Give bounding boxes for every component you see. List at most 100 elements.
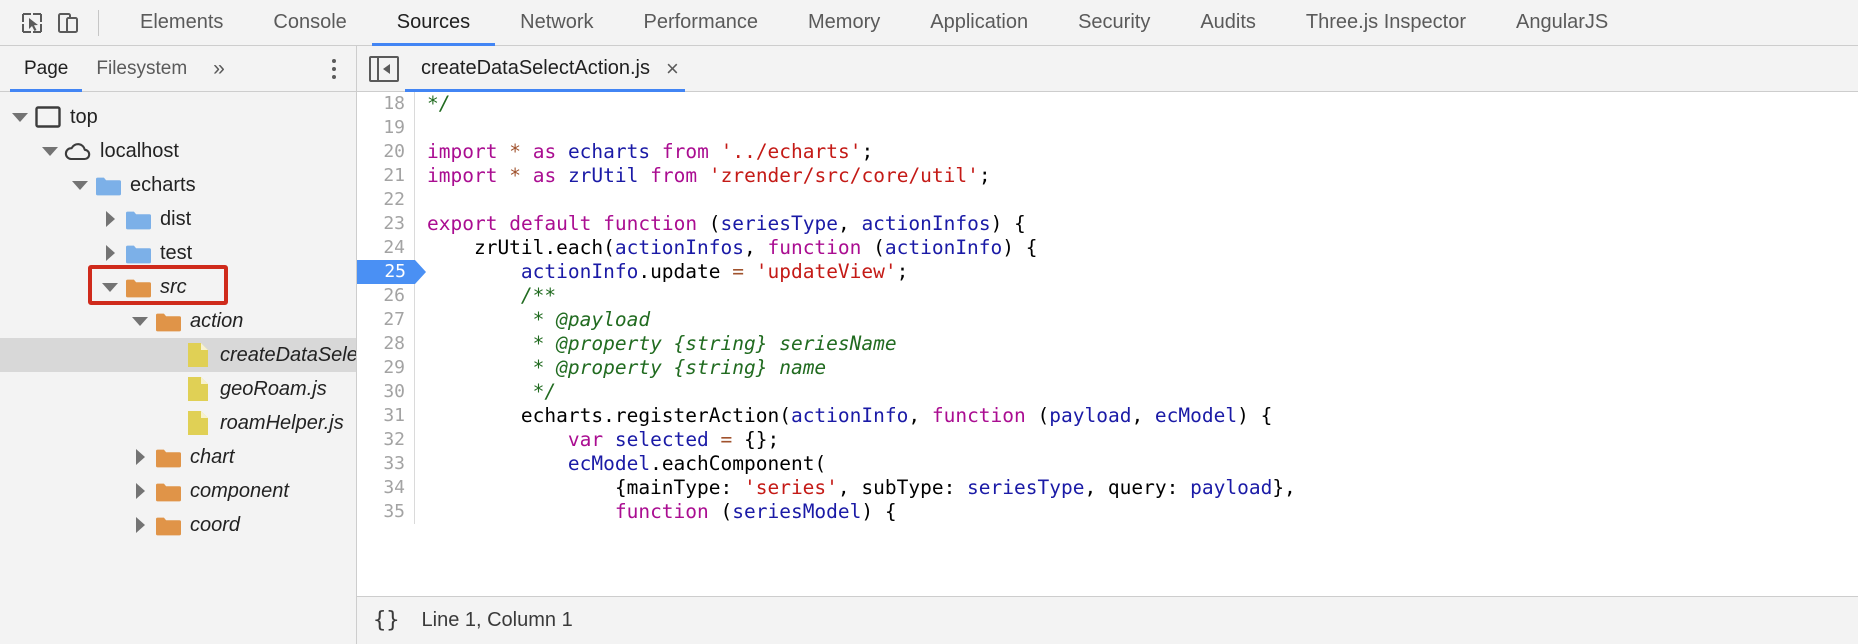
tree-item-createdataselectaction-js[interactable]: createDataSelectAction.js [0,338,356,372]
code-line-24: 24 zrUtil.each(actionInfos, function (ac… [357,236,1858,260]
code-text[interactable]: ecModel.eachComponent( [567,452,827,475]
navigator-menu-kebab-icon[interactable] [328,55,340,83]
twisty-expanded-icon[interactable] [68,180,92,190]
twisty-collapsed-icon[interactable] [128,483,152,499]
folder-blue-icon [122,243,154,264]
tree-item-component[interactable]: component [0,474,356,508]
tab-angularjs[interactable]: AngularJS [1491,0,1633,46]
folder-blue-icon [92,175,124,196]
tree-item-src[interactable]: src [0,270,356,304]
line-number-21[interactable]: 21 [357,164,415,188]
close-icon[interactable]: × [666,55,679,81]
line-number-32[interactable]: 32 [357,428,415,452]
tab-elements[interactable]: Elements [115,0,248,46]
tab-performance[interactable]: Performance [619,0,784,46]
code-text[interactable]: */ [427,92,451,115]
twisty-expanded-icon[interactable] [8,112,32,122]
code-text[interactable]: */ [532,380,557,403]
file-tab-createdataselectaction[interactable]: createDataSelectAction.js × [405,46,685,92]
line-number-26[interactable]: 26 [357,284,415,308]
code-text[interactable]: {mainType: 'series', subType: seriesType… [427,476,1296,499]
tab-network[interactable]: Network [495,0,618,46]
tab-security[interactable]: Security [1053,0,1175,46]
tab-threejs-inspector[interactable]: Three.js Inspector [1281,0,1491,46]
code-text[interactable]: * @payload [532,308,651,331]
code-text[interactable]: import * as echarts from '../echarts'; [427,140,874,163]
line-number-18[interactable]: 18 [357,92,415,116]
tab-audits[interactable]: Audits [1175,0,1281,46]
tab-label: Three.js Inspector [1305,11,1466,33]
code-text[interactable]: actionInfo.update = 'updateView'; [520,260,909,283]
frame-icon [32,106,64,128]
line-number-27[interactable]: 27 [357,308,415,332]
device-toggle-icon[interactable] [50,6,86,40]
devtools-toolbar: Elements Console Sources Network Perform… [0,0,1858,46]
tree-item-top[interactable]: top [0,100,356,134]
tab-label: Performance [643,11,759,33]
tree-item-chart[interactable]: chart [0,440,356,474]
tree-item-localhost[interactable]: localhost [0,134,356,168]
line-number-22[interactable]: 22 [357,188,415,212]
line-number-20[interactable]: 20 [357,140,415,164]
code-line-35: 35 function (seriesModel) { [357,500,1858,524]
code-text[interactable]: export default function (seriesType, act… [427,212,1026,235]
tree-item-dist[interactable]: dist [0,202,356,236]
code-text[interactable]: zrUtil.each(actionInfos, function (actio… [427,236,1038,259]
line-number-31[interactable]: 31 [357,404,415,428]
line-number-35[interactable]: 35 [357,500,415,524]
folder-orange-icon [122,277,154,298]
tab-sources[interactable]: Sources [371,0,496,46]
line-number-30[interactable]: 30 [357,380,415,404]
nav-tab-filesystem[interactable]: Filesystem [82,46,201,92]
code-line-32: 32 var selected = {}; [357,428,1858,452]
code-text[interactable]: * @property {string} name [532,356,827,379]
tab-console[interactable]: Console [248,0,371,46]
code-line-19: 19 [357,116,1858,140]
tree-item-coord[interactable]: coord [0,508,356,542]
nav-tab-page[interactable]: Page [10,46,83,92]
tree-item-label: localhost [100,139,179,162]
twisty-collapsed-icon[interactable] [128,449,152,465]
tab-application[interactable]: Application [905,0,1053,46]
panel-collapse-icon[interactable] [369,55,399,82]
line-number-29[interactable]: 29 [357,356,415,380]
tree-item-test[interactable]: test [0,236,356,270]
tree-item-label: roamHelper.js [220,411,344,434]
code-line-31: 31 echarts.registerAction(actionInfo, fu… [357,404,1858,428]
line-number-23[interactable]: 23 [357,212,415,236]
line-number-33[interactable]: 33 [357,452,415,476]
tree-item-echarts[interactable]: echarts [0,168,356,202]
pretty-print-icon[interactable]: {} [373,608,400,633]
code-text[interactable]: function (seriesModel) { [614,500,897,523]
tree-item-roamhelper-js[interactable]: roamHelper.js [0,406,356,440]
twisty-expanded-icon[interactable] [98,282,122,292]
line-number-34[interactable]: 34 [357,476,415,500]
tree-item-georoam-js[interactable]: geoRoam.js [0,372,356,406]
twisty-collapsed-icon[interactable] [128,517,152,533]
twisty-collapsed-icon[interactable] [98,211,122,227]
folder-orange-icon [152,481,184,502]
code-text[interactable]: echarts.registerAction(actionInfo, funct… [427,404,1273,427]
twisty-expanded-icon[interactable] [128,316,152,326]
line-number-25[interactable]: 25 [357,260,426,284]
code-text[interactable]: var selected = {}; [567,428,780,451]
code-text[interactable]: /** [520,284,557,307]
file-js-icon [182,376,214,402]
code-line-27: 27 * @payload [357,308,1858,332]
tab-label: AngularJS [1516,11,1609,33]
file-tab-bar: createDataSelectAction.js × [357,46,1858,92]
inspect-cursor-icon[interactable] [14,6,50,40]
nav-more-chevron-icon[interactable]: » [213,56,225,80]
line-number-28[interactable]: 28 [357,332,415,356]
code-text[interactable]: import * as zrUtil from 'zrender/src/cor… [427,164,991,187]
line-number-19[interactable]: 19 [357,116,415,140]
tree-item-action[interactable]: action [0,304,356,338]
tab-memory[interactable]: Memory [783,0,905,46]
line-number-24[interactable]: 24 [357,236,415,260]
code-text[interactable]: * @property {string} seriesName [532,332,897,355]
twisty-expanded-icon[interactable] [38,146,62,156]
twisty-collapsed-icon[interactable] [98,245,122,261]
